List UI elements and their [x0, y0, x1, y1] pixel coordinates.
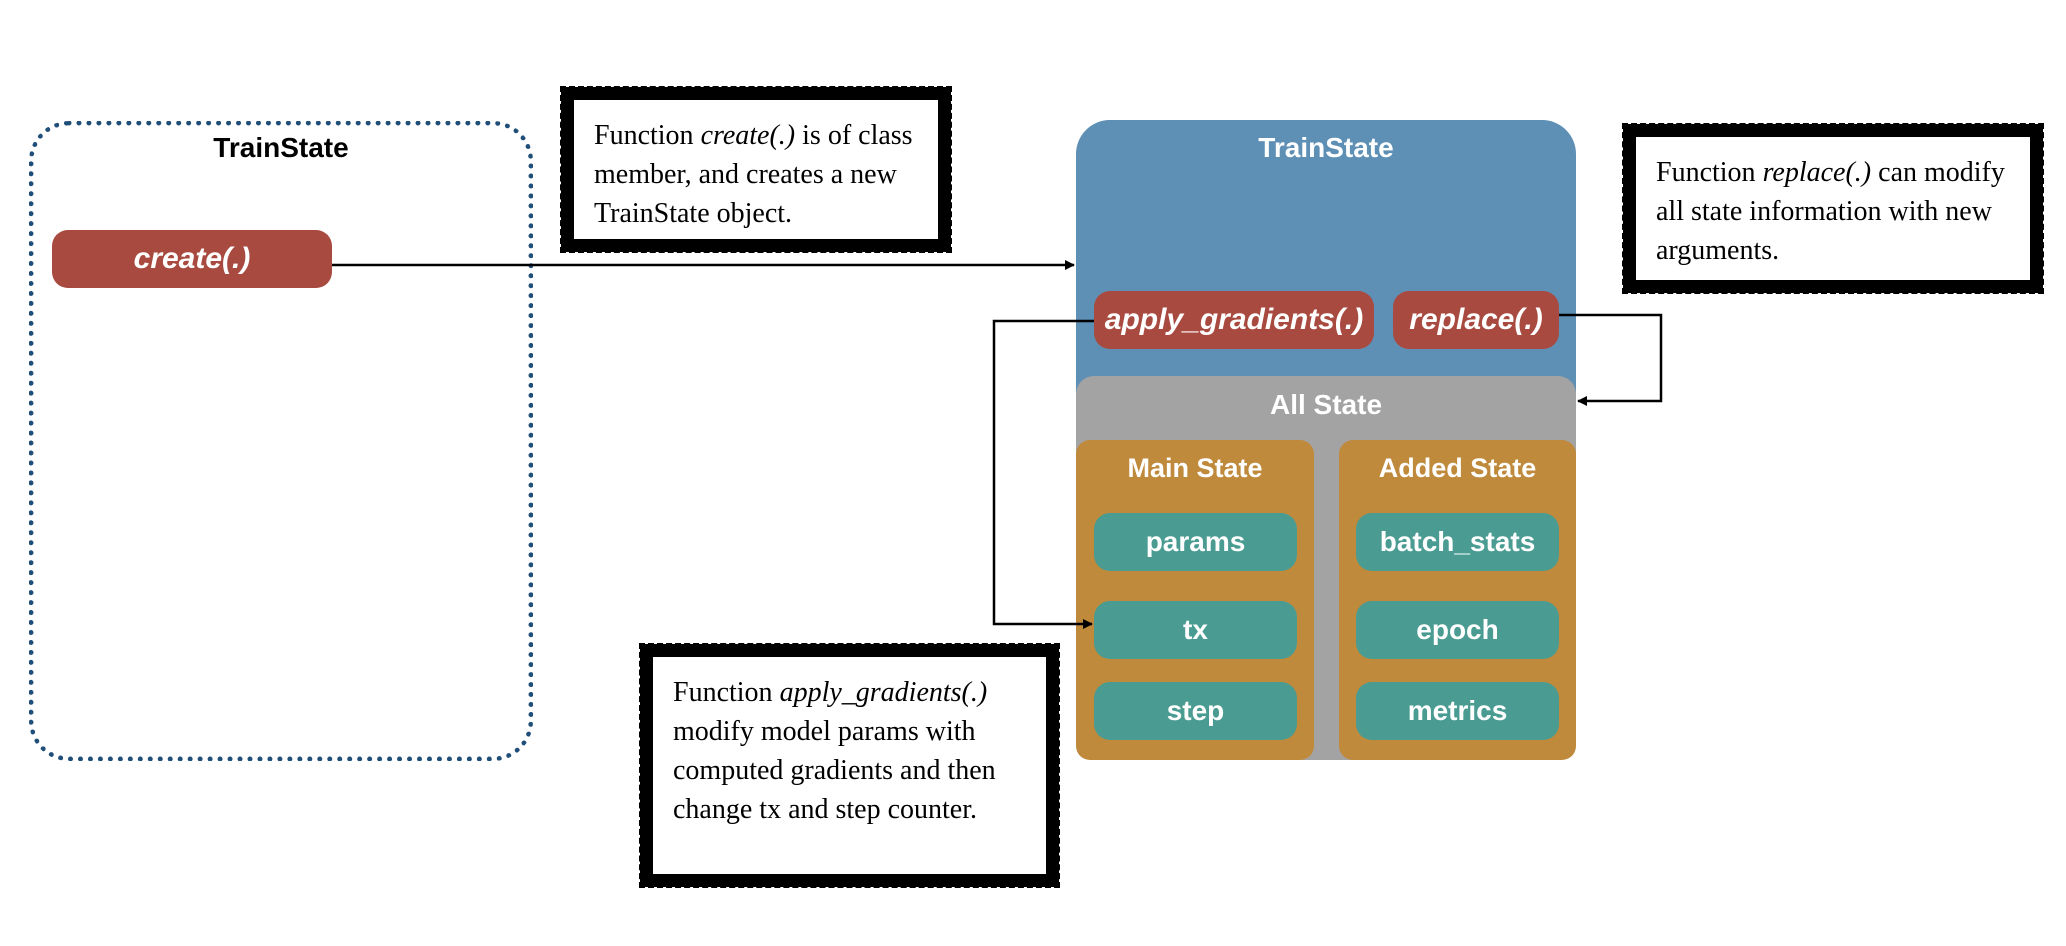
- note-replace: Function replace(.) can modify all state…: [1622, 123, 2044, 294]
- note-apply-gradients: Function apply_gradients(.) modify model…: [639, 643, 1060, 888]
- field-batch-stats: batch_stats: [1356, 513, 1559, 571]
- added-state-title: Added State: [1378, 453, 1537, 483]
- class-trainstate-title: TrainState: [213, 132, 349, 163]
- create-method-pill: create(.): [52, 230, 332, 288]
- note-apply-prefix: Function: [673, 677, 780, 708]
- note-create-prefix: Function: [594, 120, 701, 151]
- main-state-title: Main State: [1127, 453, 1263, 483]
- replace-method-pill: replace(.): [1393, 291, 1559, 349]
- field-epoch: epoch: [1356, 601, 1559, 659]
- note-create-func: create(.): [700, 120, 796, 151]
- note-apply-func: apply_gradients(.): [779, 677, 988, 708]
- note-apply-suffix: modify model params with computed gradie…: [673, 716, 996, 825]
- note-replace-prefix: Function: [1656, 157, 1763, 188]
- note-create-suffix: is of class member, and creates a new Tr…: [594, 120, 913, 229]
- object-trainstate-title: TrainState: [1258, 132, 1394, 163]
- field-tx: tx: [1094, 601, 1297, 659]
- note-replace-func: replace(.): [1762, 157, 1872, 188]
- note-create: Function create(.) is of class member, a…: [560, 86, 952, 253]
- apply-gradients-method-pill: apply_gradients(.): [1094, 291, 1374, 349]
- field-metrics: metrics: [1356, 682, 1559, 740]
- note-replace-suffix: can modify all state information with ne…: [1656, 157, 2005, 266]
- field-params: params: [1094, 513, 1297, 571]
- field-step: step: [1094, 682, 1297, 740]
- class-trainstate-panel: [29, 121, 533, 761]
- all-state-title: All State: [1269, 389, 1383, 420]
